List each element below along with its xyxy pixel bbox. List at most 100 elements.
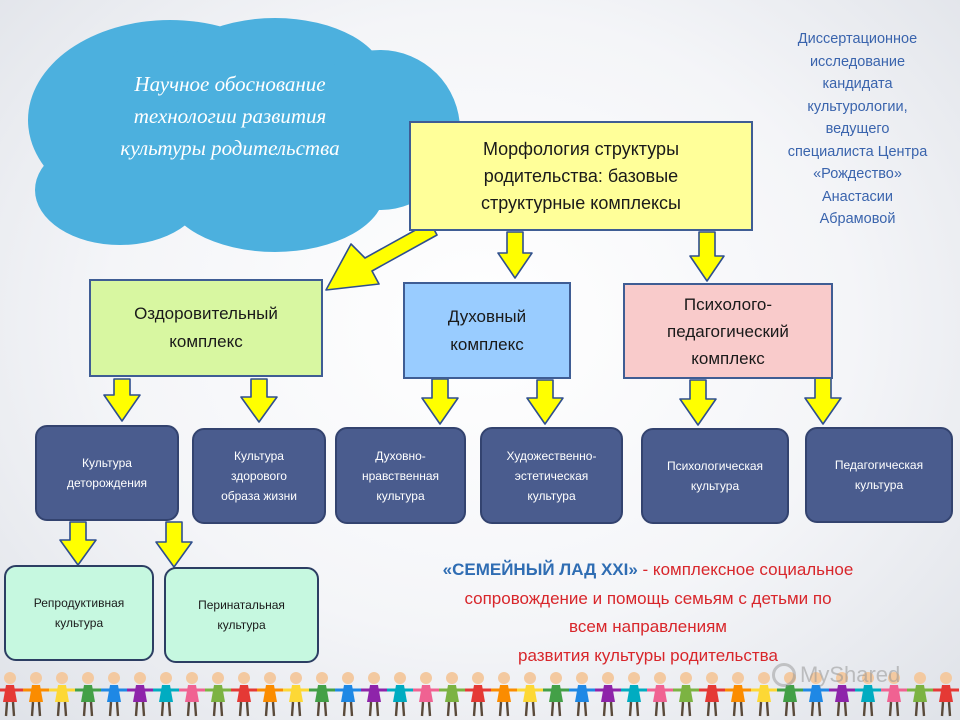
watermark-text: MyShared [800, 662, 901, 687]
arrow-down-icon [497, 231, 533, 279]
subculture-box-reproductive: Репродуктивная культура [4, 565, 154, 661]
child-figure-icon [751, 672, 777, 717]
child-figure-icon [491, 672, 517, 717]
culture-line: Психологическая [666, 459, 764, 473]
child-figure-icon [569, 672, 595, 717]
child-figure-icon [75, 672, 101, 717]
child-figure-icon [205, 672, 231, 717]
culture-line: Культура [234, 449, 284, 463]
child-figure-icon [621, 672, 647, 717]
culture-line: образа жизни [221, 489, 297, 503]
arrow-down-icon [103, 378, 141, 422]
psych-complex-box: Психолого- педагогический комплекс [623, 283, 833, 379]
health-complex-line: Оздоровительный [134, 304, 278, 323]
child-figure-icon [309, 672, 335, 717]
culture-line: нравственная [361, 468, 440, 483]
child-figure-icon [829, 672, 855, 717]
child-figure-icon [647, 672, 673, 717]
culture-line: Культура [82, 456, 132, 470]
slogan-text: - комплексное социальное [637, 560, 854, 579]
watermark-logo-icon [772, 663, 796, 687]
morphology-line: родительства: базовые [483, 165, 679, 186]
culture-box-psychological: Психологическая культура [641, 428, 789, 524]
child-figure-icon [595, 672, 621, 717]
cloud-shape [28, 18, 460, 252]
arrow-down-icon [421, 378, 459, 425]
child-figure-icon [153, 672, 179, 717]
subculture-line: Репродуктивная [33, 596, 125, 610]
child-figure-icon [543, 672, 569, 717]
culture-box-aesthetic: Художественно- эстетическая культура [480, 427, 623, 524]
child-figure-icon [127, 672, 153, 717]
culture-line: деторождения [66, 476, 148, 490]
child-figure-icon [257, 672, 283, 717]
arrow-down-icon [155, 521, 193, 568]
slogan: «СЕМЕЙНЫЙ ЛАД XXI» - комплексное социаль… [378, 556, 918, 670]
culture-box-moral: Духовно- нравственная культура [335, 427, 466, 524]
child-figure-icon [855, 672, 881, 717]
health-complex-line: комплекс [169, 332, 243, 351]
arrow-down-icon [59, 521, 97, 566]
subculture-box-perinatal: Перинатальная культура [164, 567, 319, 663]
subculture-line: Перинатальная [198, 598, 285, 612]
people-chain-illustration [0, 672, 959, 717]
culture-box-pedagogical: Педагогическая культура [805, 427, 953, 523]
spiritual-complex-box: Духовный комплекс [403, 282, 571, 379]
child-figure-icon [725, 672, 751, 717]
child-figure-icon [673, 672, 699, 717]
culture-line: культура [527, 488, 576, 503]
cloud-title-line: технологии развития [133, 104, 327, 128]
arrow-down-icon [679, 379, 717, 426]
subculture-line: культура [217, 618, 266, 632]
culture-box-healthy-lifestyle: Культура здорового образа жизни [192, 428, 326, 524]
subculture-line: культура [54, 616, 104, 630]
morphology-line: Морфология структуры [482, 138, 680, 159]
cloud-title-line: культуры родительства [120, 136, 340, 160]
child-figure-icon [803, 672, 829, 717]
author-note-line: «Рождество» [813, 166, 902, 182]
morphology-line: структурные комплексы [480, 192, 681, 213]
cloud-title: Научное обоснование технологии развития … [80, 68, 380, 164]
culture-line: эстетическая [514, 468, 589, 483]
child-figure-icon [465, 672, 491, 717]
author-note-line: ведущего [825, 121, 890, 137]
slogan-line: развития культуры родительства [518, 645, 778, 665]
psych-complex-line: педагогический [667, 321, 789, 341]
arrow-down-icon [804, 373, 842, 425]
arrow-down-icon [240, 378, 278, 423]
author-note-line: Абрамовой [819, 211, 896, 227]
slogan-line: «СЕМЕЙНЫЙ ЛАД XXI» - комплексное социаль… [378, 556, 918, 585]
author-note-line: исследование [809, 53, 906, 70]
psych-complex-line: комплекс [691, 348, 765, 368]
arrow-down-icon [689, 231, 725, 282]
child-figure-icon [933, 672, 959, 717]
author-note-line: кандидата [822, 76, 893, 92]
culture-line: культура [854, 478, 904, 492]
spiritual-complex-line: Духовный [447, 306, 527, 326]
morphology-box: Морфология структуры родительства: базов… [409, 121, 753, 231]
child-figure-icon [231, 672, 257, 717]
watermark: MyShared [772, 660, 942, 690]
child-figure-icon [179, 672, 205, 717]
author-note: Диссертационное исследование кандидата к… [760, 28, 955, 231]
psych-complex-line: Психолого- [683, 294, 773, 314]
child-figure-icon [413, 672, 439, 717]
author-note-line: культурологии, [807, 98, 908, 115]
culture-line: культура [690, 479, 740, 493]
spiritual-complex-line: комплекс [450, 334, 524, 354]
child-figure-icon [361, 672, 387, 717]
child-figure-icon [699, 672, 725, 717]
cloud-title-line: Научное обоснование [134, 72, 326, 96]
child-figure-icon [0, 672, 23, 717]
culture-line: Духовно- [375, 448, 426, 463]
slogan-line: сопровождение и помощь семьям с детьми п… [464, 588, 832, 608]
culture-line: культура [376, 488, 425, 503]
culture-line: Педагогическая [834, 458, 924, 472]
child-figure-icon [23, 672, 49, 717]
health-complex-box: Оздоровительный комплекс [89, 279, 323, 377]
child-figure-icon [517, 672, 543, 717]
arrow-down-icon [526, 379, 564, 425]
author-note-line: Анастасии [822, 188, 893, 205]
slogan-line: всем направлениям [569, 617, 727, 636]
child-figure-icon [49, 672, 75, 717]
